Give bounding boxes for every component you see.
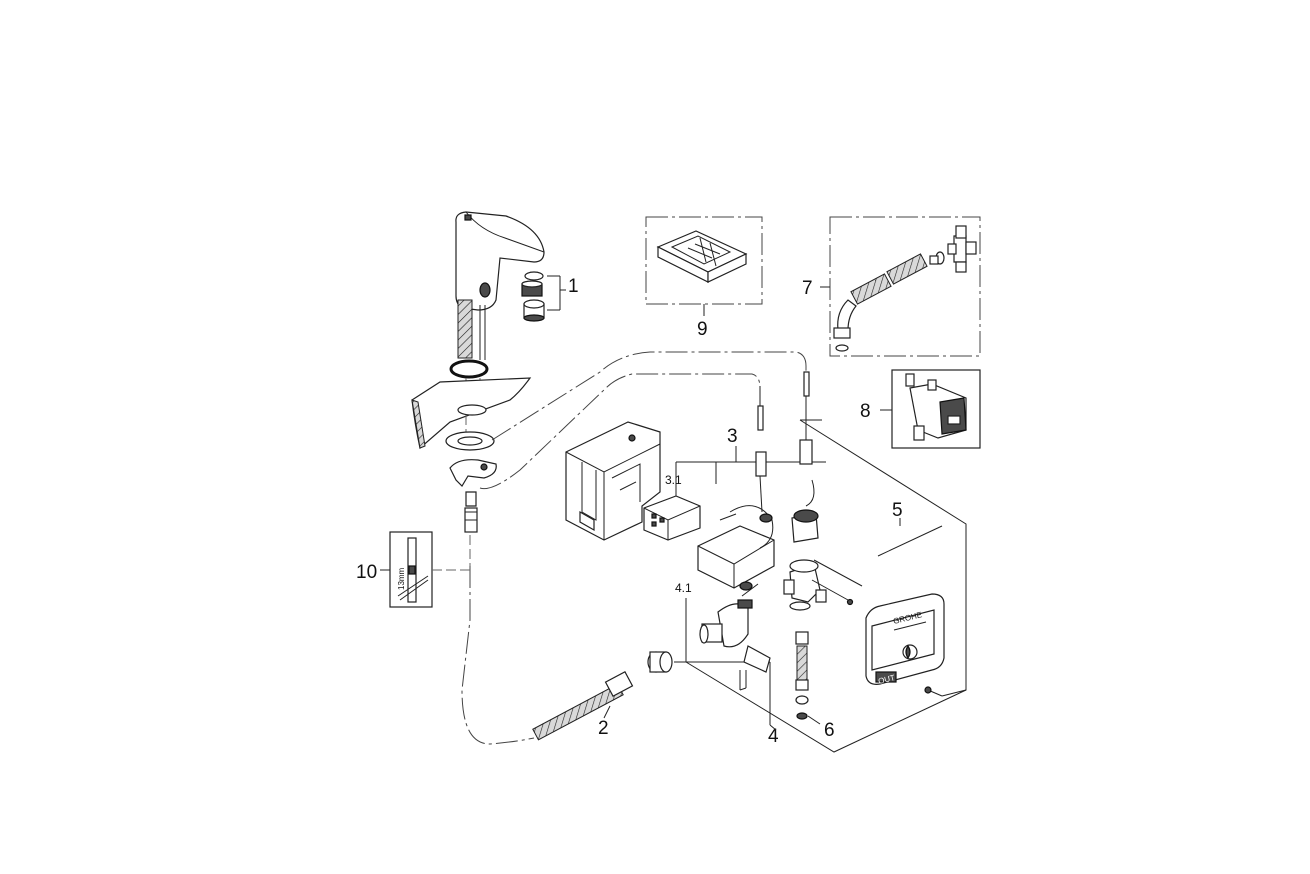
part-label-2: 2 [598, 718, 609, 739]
part-label-10: 10 [356, 562, 377, 583]
part-label-9: 9 [697, 319, 708, 340]
part-label-4: 4 [768, 726, 779, 747]
mounting-box [565, 421, 661, 541]
supply-cable-route [491, 351, 807, 441]
part-label-1: 1 [568, 276, 579, 297]
part-label-3-1: 3.1 [665, 473, 682, 487]
cover-assembly [685, 419, 967, 753]
electronic-module [643, 371, 826, 589]
hose-route [461, 566, 535, 745]
remote-control-box [645, 216, 763, 316]
mixing-valve-box [880, 369, 981, 449]
sensor-cable-route [479, 373, 761, 490]
wrench-box [380, 531, 470, 608]
part-label-3: 3 [727, 426, 738, 447]
faucet-assembly [411, 211, 545, 566]
cover-out-button: OUT [877, 673, 896, 686]
part-label-5: 5 [892, 500, 903, 521]
part-label-8: 8 [860, 401, 871, 422]
part-label-7: 7 [802, 278, 813, 299]
connection-hose [532, 651, 686, 741]
valve-body [685, 559, 863, 725]
connection-hose-box [820, 216, 981, 357]
part-label-4-1: 4.1 [675, 581, 692, 595]
part-label-6: 6 [824, 720, 835, 741]
aerator-parts [521, 271, 566, 322]
wrench-size-text: 13mm [397, 567, 406, 590]
